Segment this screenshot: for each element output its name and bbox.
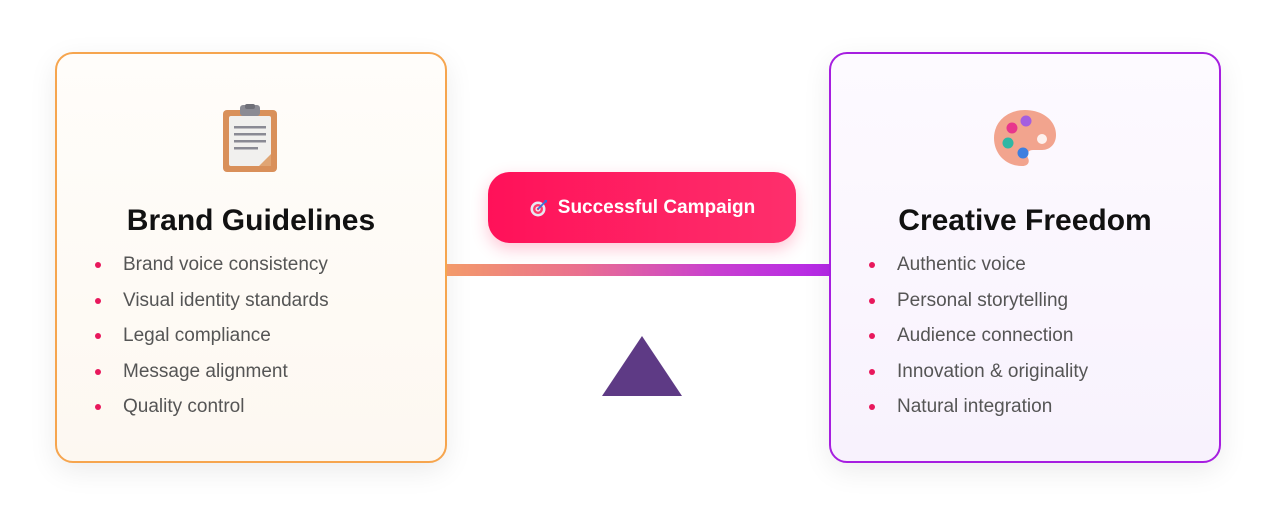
fulcrum-triangle [602,336,682,396]
list-item: Authentic voice [865,247,1088,283]
brand-guidelines-list: Brand voice consistency Visual identity … [91,247,329,425]
balance-beam [447,264,831,276]
list-item: Legal compliance [91,318,329,354]
creative-freedom-title: Creative Freedom [898,204,1152,237]
target-icon [530,199,547,216]
list-item: Message alignment [91,354,329,390]
list-item: Innovation & originality [865,354,1088,390]
successful-campaign-label: Successful Campaign [557,196,756,218]
clipboard-icon [223,104,277,172]
list-item: Personal storytelling [865,283,1088,319]
successful-campaign-badge: Successful Campaign [488,172,796,243]
list-item: Brand voice consistency [91,247,329,283]
brand-guidelines-title: Brand Guidelines [126,204,376,237]
creative-freedom-list: Authentic voice Personal storytelling Au… [865,247,1088,425]
brand-guidelines-card: Brand Guidelines Brand voice consistency… [55,52,447,463]
list-item: Audience connection [865,318,1088,354]
creative-freedom-card: Creative Freedom Authentic voice Persona… [829,52,1221,463]
list-item: Quality control [91,389,329,425]
list-item: Natural integration [865,389,1088,425]
palette-icon [994,110,1056,166]
list-item: Visual identity standards [91,283,329,319]
